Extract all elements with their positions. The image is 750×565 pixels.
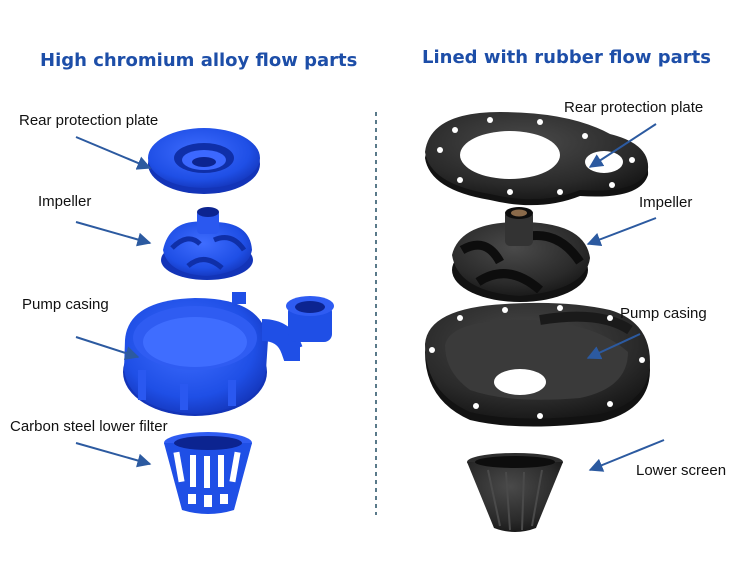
right-label-lower-screen: Lower screen	[636, 462, 727, 479]
right-label-rear-protection-plate: Rear protection plate	[564, 99, 704, 116]
arrow-right-screen	[588, 439, 665, 472]
arrow-left-impeller	[75, 221, 152, 247]
arrow-left-casing	[75, 336, 140, 360]
right-label-impeller: Impeller	[639, 194, 693, 211]
right-label-pump-casing: Pump casing	[620, 305, 707, 322]
arrow-right-casing	[586, 333, 641, 360]
pump-casing-rubber-icon	[425, 302, 650, 427]
arrow-left-rear-plate	[75, 136, 152, 170]
left-label-rear-protection-plate: Rear protection plate	[19, 112, 159, 129]
rear-protection-plate-rubber-icon	[425, 112, 649, 206]
arrow-right-impeller	[586, 217, 657, 247]
lower-filter-blue-icon	[164, 432, 252, 514]
left-label-lower-filter: Carbon steel lower filter	[10, 418, 168, 435]
lower-screen-rubber-icon	[467, 453, 563, 532]
arrow-right-rear-plate	[588, 123, 657, 168]
left-label-pump-casing: Pump casing	[22, 296, 109, 313]
left-label-impeller: Impeller	[38, 193, 92, 210]
arrow-left-filter	[75, 442, 152, 468]
impeller-blue-icon	[161, 207, 253, 280]
rear-protection-plate-blue-icon	[148, 128, 260, 194]
right-panel-title: Lined with rubber flow parts	[422, 47, 711, 68]
left-panel-title: High chromium alloy flow parts	[40, 50, 358, 71]
pump-casing-blue-icon	[123, 292, 334, 416]
impeller-rubber-icon	[452, 207, 590, 302]
